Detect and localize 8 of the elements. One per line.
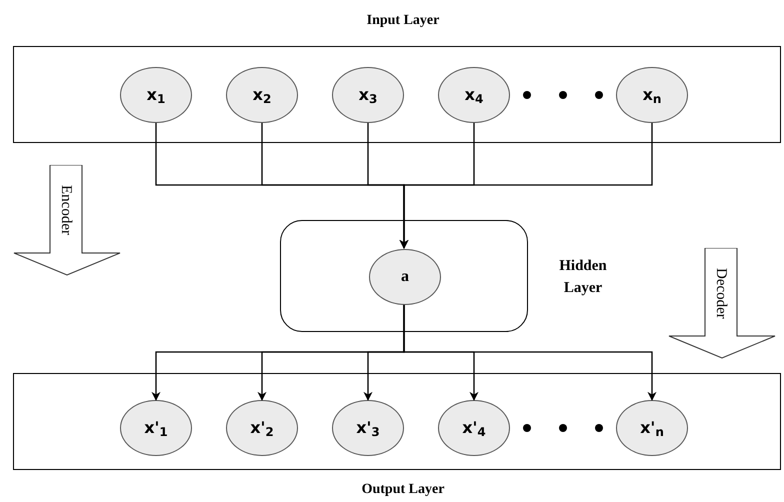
connector-arrow <box>403 304 657 401</box>
neuron-circle: a <box>369 249 441 305</box>
arrow-label: Encoder <box>57 184 75 237</box>
layer-title: Output Layer <box>360 481 446 499</box>
layer-title: Input Layer <box>366 12 440 30</box>
arrow-label: Decoder <box>712 266 730 321</box>
layer-label: Hidden Layer <box>558 257 608 298</box>
connector-arrow <box>399 123 653 249</box>
